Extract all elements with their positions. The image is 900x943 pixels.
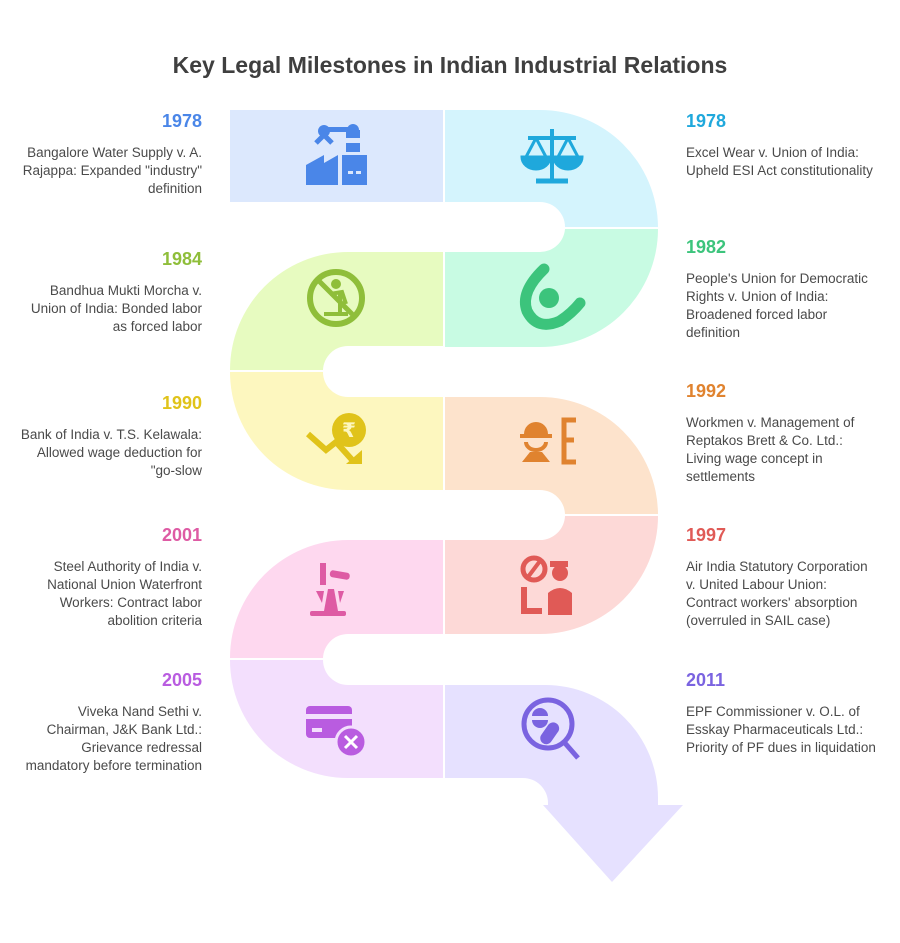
milestone-year: 1978 xyxy=(686,111,727,131)
milestone-year: 1997 xyxy=(686,525,727,545)
worker-wage-icon xyxy=(520,417,576,465)
milestone-1992: 1992 Workmen v. Management of Reptakos B… xyxy=(686,378,876,486)
milestone-year: 2011 xyxy=(686,670,726,690)
milestone-description: People's Union for Democratic Rights v. … xyxy=(686,271,868,340)
segment-2001 xyxy=(230,540,443,658)
svg-text:₹: ₹ xyxy=(342,418,356,442)
milestone-description: Bangalore Water Supply v. A. Rajappa: Ex… xyxy=(22,145,202,196)
milestone-1978-excel-wear: 1978 Excel Wear v. Union of India: Uphel… xyxy=(686,108,876,180)
milestone-1990: 1990 Bank of India v. T.S. Kelawala: All… xyxy=(17,390,202,480)
segment-1992 xyxy=(445,397,658,514)
milestone-year: 1984 xyxy=(161,249,202,269)
milestone-year: 1978 xyxy=(161,111,202,131)
milestone-description: Bandhua Mukti Morcha v. Union of India: … xyxy=(30,283,202,334)
milestone-1978-bangalore: 1978 Bangalore Water Supply v. A. Rajapp… xyxy=(17,108,202,198)
milestone-year: 2001 xyxy=(161,525,202,545)
segment-1984 xyxy=(230,252,443,370)
card-cancel-icon xyxy=(306,706,368,759)
milestone-description: Viveka Nand Sethi v. Chairman, J&K Bank … xyxy=(25,704,202,773)
no-forced-labor-icon xyxy=(307,269,365,327)
milestone-2001: 2001 Steel Authority of India v. Nationa… xyxy=(17,522,202,630)
milestone-2011: 2011 EPF Commissioner v. O.L. of Esskay … xyxy=(686,667,876,757)
milestone-year: 1990 xyxy=(161,393,202,413)
milestone-description: Excel Wear v. Union of India: Upheld ESI… xyxy=(686,145,873,178)
milestone-description: EPF Commissioner v. O.L. of Esskay Pharm… xyxy=(686,704,876,755)
factory-robot-arm-icon xyxy=(306,124,367,185)
diagram-title: Key Legal Milestones in Indian Industria… xyxy=(172,52,728,78)
rupee-decline-icon: ₹ xyxy=(306,413,366,465)
milestone-year: 1982 xyxy=(686,237,727,257)
milestone-year: 2005 xyxy=(161,670,202,690)
milestone-2005: 2005 Viveka Nand Sethi v. Chairman, J&K … xyxy=(17,667,202,775)
worker-prohibited-icon xyxy=(520,555,572,615)
milestone-1982: 1982 People's Union for Democratic Right… xyxy=(686,234,876,342)
milestone-description: Steel Authority of India v. National Uni… xyxy=(47,559,202,628)
milestone-1984: 1984 Bandhua Mukti Morcha v. Union of In… xyxy=(17,246,202,336)
milestone-description: Workmen v. Management of Reptakos Brett … xyxy=(686,415,855,484)
milestone-1997: 1997 Air India Statutory Corporation v. … xyxy=(686,522,876,630)
segment-2011-arrow xyxy=(445,685,683,882)
scales-of-justice-icon xyxy=(520,129,584,184)
segment-1997 xyxy=(445,516,658,634)
milestone-description: Air India Statutory Corporation v. Unite… xyxy=(686,559,868,628)
segment-1982 xyxy=(445,229,658,347)
oil-pump-icon xyxy=(310,563,350,616)
pill-search-icon xyxy=(521,697,580,760)
person-embrace-icon xyxy=(519,263,586,330)
milestone-description: Bank of India v. T.S. Kelawala: Allowed … xyxy=(20,427,202,478)
milestone-year: 1992 xyxy=(686,381,727,401)
